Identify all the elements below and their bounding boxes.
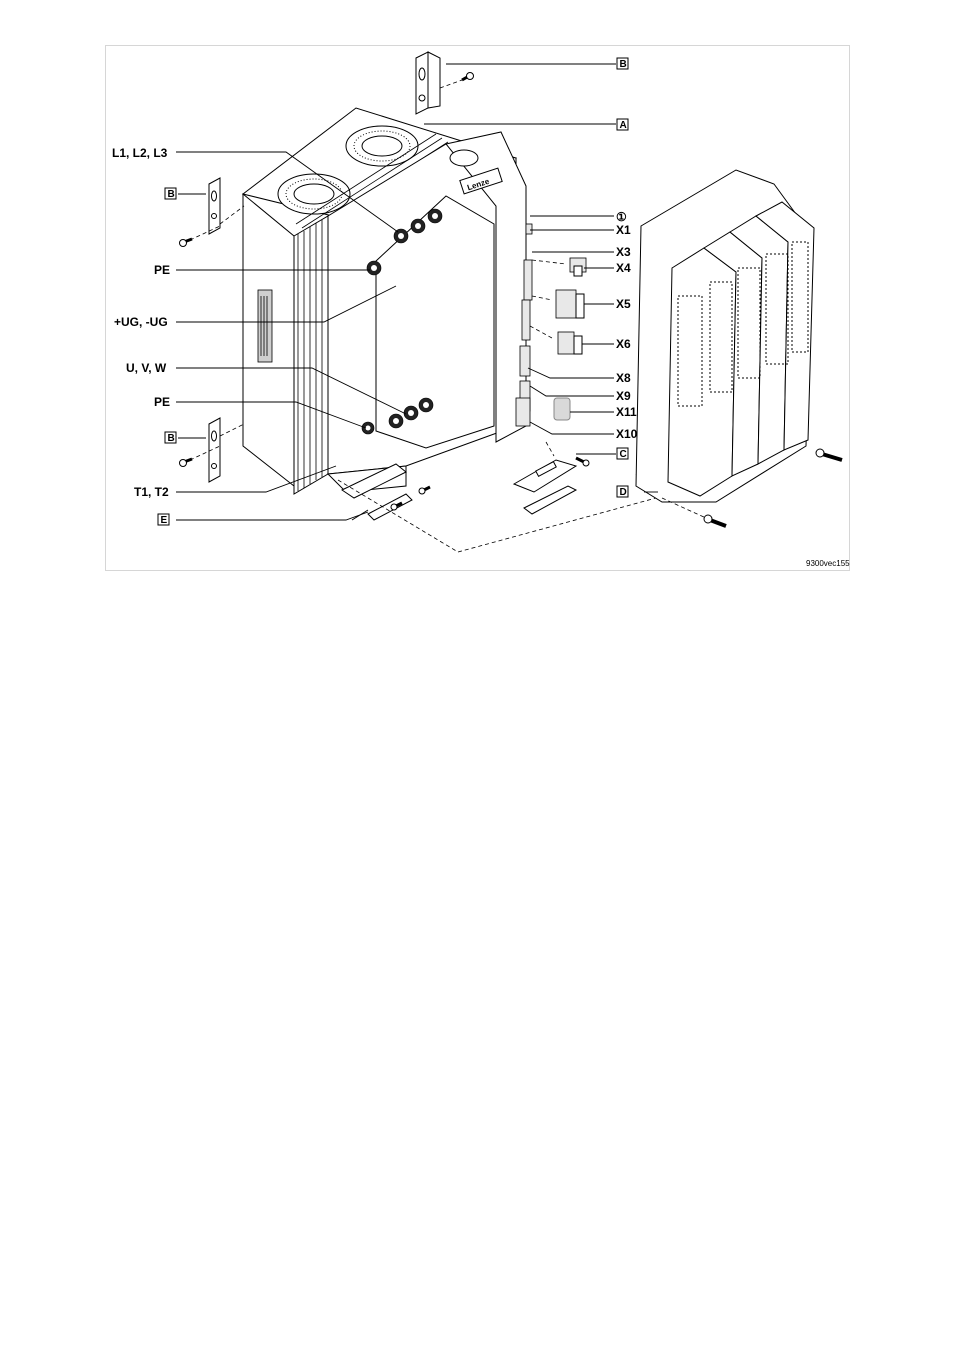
plug-connectors xyxy=(529,257,587,421)
mounting-bracket-left xyxy=(179,177,245,247)
exploded-view-figure: Lenze xyxy=(105,45,850,571)
mains-terminals-l1-l2-l3 xyxy=(393,208,443,244)
leader-lines-left xyxy=(176,151,407,521)
label-l1-l2-l3: L1, L2, L3 xyxy=(112,146,168,160)
mounting-bracket-lower xyxy=(179,417,245,483)
box-label-b-top: B xyxy=(616,57,629,70)
label-ug: +UG, -UG xyxy=(114,315,168,329)
control-terminals xyxy=(515,223,533,427)
svg-text:B: B xyxy=(620,59,627,70)
screw-left xyxy=(179,237,193,247)
box-label-c: C xyxy=(616,447,629,460)
label-pe-bottom: PE xyxy=(154,395,170,409)
shield-plate-e xyxy=(340,463,431,521)
label-x11: X11 xyxy=(616,405,637,419)
label-x5: X5 xyxy=(616,297,631,311)
label-u-v-w: U, V, W xyxy=(126,361,167,375)
svg-text:B: B xyxy=(168,189,175,200)
box-label-a: A xyxy=(616,118,629,131)
pe-terminal-top xyxy=(366,260,382,276)
label-x9: X9 xyxy=(616,389,631,403)
plug-x11 xyxy=(553,397,571,421)
mounting-bracket-top xyxy=(415,51,474,115)
fan-right xyxy=(345,125,419,167)
label-x6: X6 xyxy=(616,337,631,351)
figure-code: 9300vec155 xyxy=(806,559,850,568)
pe-terminal-bottom xyxy=(361,421,375,435)
label-x1: X1 xyxy=(616,223,631,237)
front-cover-d xyxy=(635,169,843,528)
svg-text:E: E xyxy=(161,515,168,526)
screw-c xyxy=(575,456,590,467)
svg-text:A: A xyxy=(620,120,627,131)
svg-text:D: D xyxy=(620,487,627,498)
label-circle-1: ① xyxy=(616,210,627,224)
label-t1-t2: T1, T2 xyxy=(134,485,169,499)
plug-x4 xyxy=(569,257,587,277)
shield-plate-c xyxy=(512,441,590,515)
box-label-b-lower: B xyxy=(164,431,177,444)
cover-ventilation-columns xyxy=(667,201,815,497)
exploded-view-drawing: Lenze xyxy=(112,51,850,568)
screw-e1 xyxy=(418,485,431,495)
leader-lines-right xyxy=(424,63,658,493)
cover-screw-right xyxy=(815,448,843,462)
label-pe-top: PE xyxy=(154,263,170,277)
plug-x5 xyxy=(555,289,585,319)
drive-unit-body: Lenze xyxy=(241,107,533,495)
screw-e2 xyxy=(390,501,403,511)
label-x3: X3 xyxy=(616,245,631,259)
box-label-d: D xyxy=(616,485,629,498)
fan-left xyxy=(277,173,351,215)
label-x8: X8 xyxy=(616,371,631,385)
box-label-e: E xyxy=(157,513,170,526)
svg-text:C: C xyxy=(620,449,627,460)
svg-text:B: B xyxy=(168,433,175,444)
motor-terminals-u-v-w xyxy=(388,397,434,429)
label-x4: X4 xyxy=(616,261,631,275)
cover-screw-bottom xyxy=(703,514,727,528)
box-label-b-left: B xyxy=(164,187,177,200)
plug-x6 xyxy=(557,331,583,355)
screw-top xyxy=(461,72,474,82)
screw-lower-left xyxy=(179,457,193,467)
label-x10: X10 xyxy=(616,427,638,441)
